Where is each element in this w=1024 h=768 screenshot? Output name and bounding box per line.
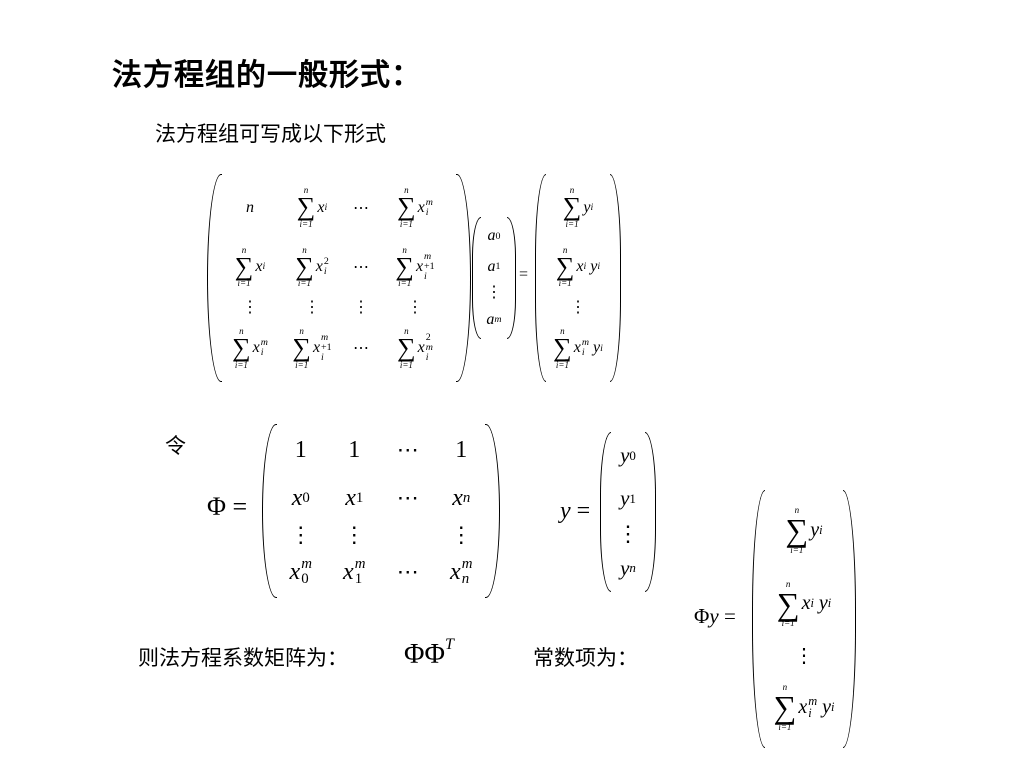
- matrix-cell: n: [246, 198, 254, 216]
- ellipsis: ⋯: [396, 559, 419, 584]
- vertical-ellipsis: ⋮: [617, 520, 639, 546]
- coef-matrix-text: 则法方程系数矩阵为：: [138, 646, 348, 670]
- vertical-ellipsis: ⋮: [304, 298, 320, 316]
- phi-phi-transpose: ΦΦT: [404, 636, 454, 670]
- vertical-ellipsis: ⋮: [450, 522, 473, 547]
- ellipsis: ⋯: [353, 340, 369, 358]
- matrix-cell: 1: [348, 436, 361, 463]
- ellipsis: ⋯: [353, 258, 369, 276]
- vertical-ellipsis: ⋮: [289, 522, 312, 547]
- let-text: 令: [165, 434, 186, 458]
- intro-text: 法方程组可写成以下形式: [155, 122, 386, 146]
- matrix-cell: 1: [455, 436, 468, 463]
- vertical-ellipsis: ⋮: [343, 522, 366, 547]
- vertical-ellipsis: ⋮: [794, 644, 814, 667]
- equals-sign: =: [519, 266, 529, 283]
- vertical-ellipsis: ⋮: [486, 284, 502, 302]
- y-label: y =: [560, 498, 591, 524]
- phi-label: Φ =: [207, 492, 248, 521]
- vertical-ellipsis: ⋮: [570, 298, 586, 316]
- vertical-ellipsis: ⋮: [407, 298, 423, 316]
- ellipsis: ⋯: [396, 437, 419, 462]
- vertical-ellipsis: ⋮: [353, 298, 369, 316]
- vertical-ellipsis: ⋮: [242, 298, 258, 316]
- page-title: 法方程组的一般形式：: [112, 58, 422, 93]
- ellipsis: ⋯: [353, 199, 369, 217]
- matrix-cell: 1: [294, 436, 307, 463]
- ellipsis: ⋯: [396, 485, 419, 510]
- phi-y-label: Φy =: [694, 604, 736, 628]
- const-term-text: 常数项为：: [533, 646, 638, 670]
